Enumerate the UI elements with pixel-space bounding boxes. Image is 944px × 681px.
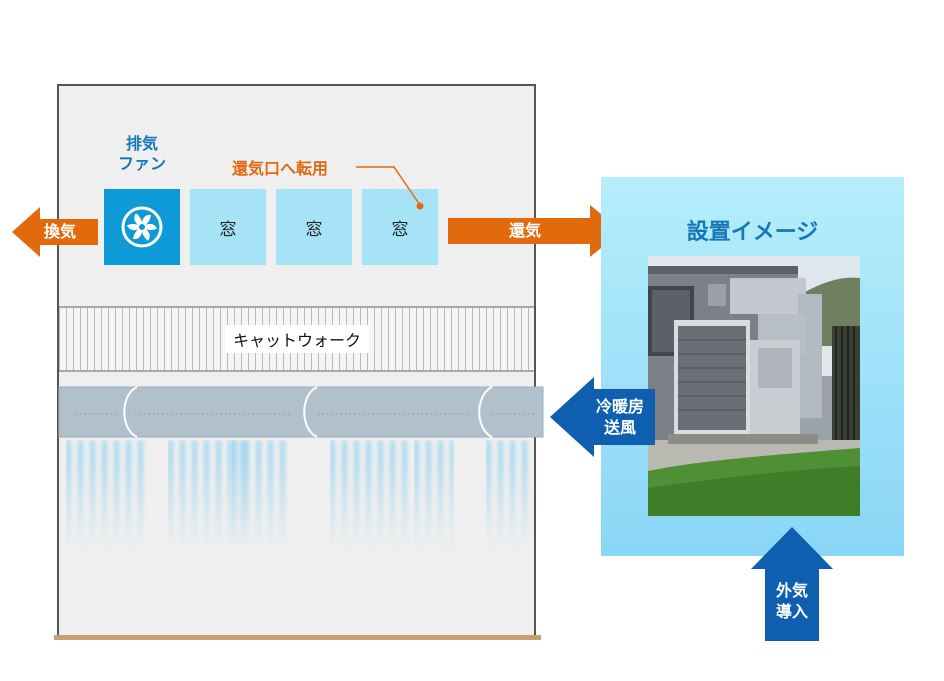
supply-air-label-line1: 冷暖房 <box>596 397 645 416</box>
hvac-unit-illustration <box>648 256 860 516</box>
floor-line <box>54 635 541 640</box>
outside-air-arrow-label: 外気 導入 <box>752 580 832 622</box>
window-label: 窓 <box>391 219 409 240</box>
outside-air-label-line2: 導入 <box>775 602 808 621</box>
exhaust-arrow-label: 換気 <box>44 222 77 241</box>
window-2: 窓 <box>276 189 352 265</box>
return-air-arrow <box>448 205 622 257</box>
exhaust-fan-label-line2: ファン <box>117 154 166 173</box>
window-3: 窓 <box>362 189 438 265</box>
airflow-plume-4 <box>330 440 414 550</box>
exhaust-fan-label: 排気 ファン <box>96 134 188 174</box>
install-image-title: 設置イメージ <box>686 220 819 245</box>
exhaust-arrow <box>12 207 98 257</box>
window-label: 窓 <box>219 219 237 240</box>
supply-air-label-line2: 送風 <box>604 418 637 437</box>
airflow-plume-1 <box>66 440 150 550</box>
catwalk-label: キャットウォーク <box>225 325 370 353</box>
window-1: 窓 <box>190 189 266 265</box>
outside-air-arrow <box>751 527 833 641</box>
window-label: 窓 <box>305 219 323 240</box>
outside-air-label-line1: 外気 <box>775 581 808 600</box>
airflow-plume-6 <box>486 440 532 550</box>
install-photo <box>648 256 860 516</box>
supply-air-arrow <box>550 377 655 457</box>
convert-to-return-label: 還気口へ転用 <box>232 159 329 178</box>
exhaust-fan-label-line1: 排気 <box>125 134 158 153</box>
airflow-plume-5 <box>414 440 454 550</box>
fan-icon <box>121 206 163 248</box>
return-air-arrow-label: 還気 <box>509 221 542 240</box>
supply-air-arrow-label: 冷暖房 送風 <box>596 396 644 438</box>
exhaust-fan <box>104 189 180 265</box>
airflow-plume-3 <box>232 440 292 550</box>
